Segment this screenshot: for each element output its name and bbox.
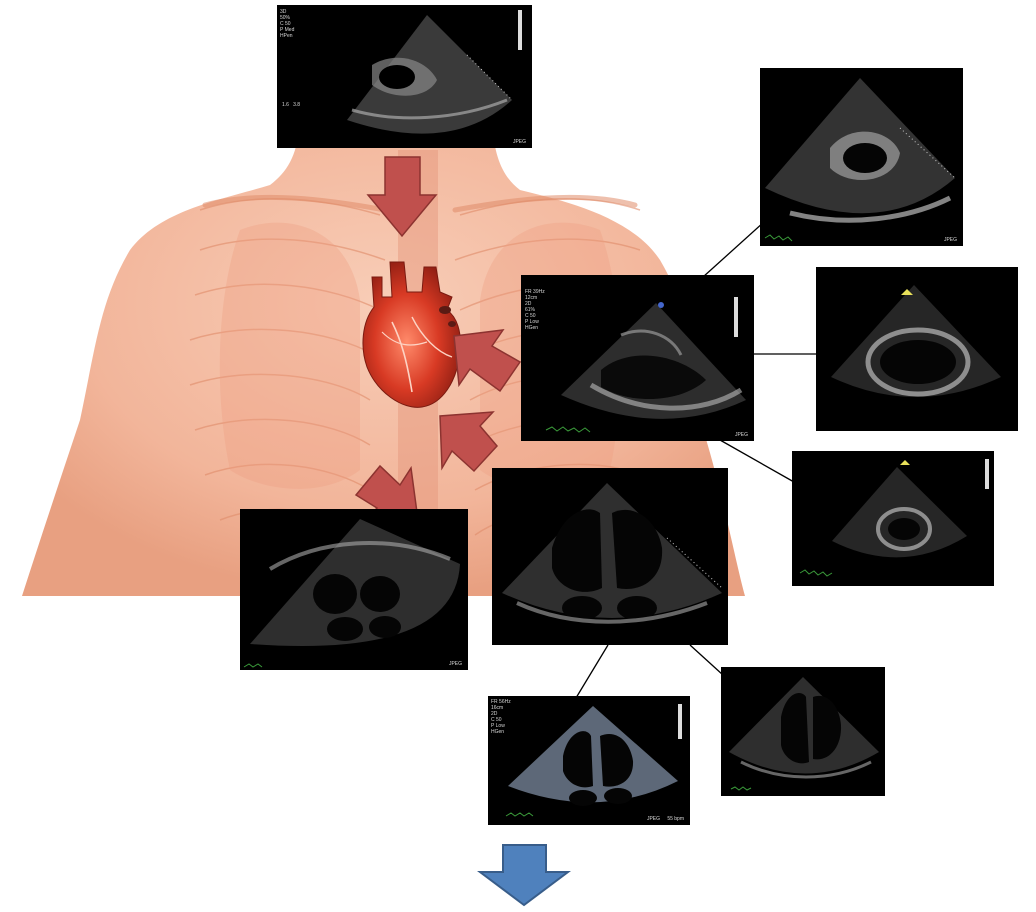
echo-panel-apical-five: FR 56Hz 16cm 2D C 50 P Low HGen 55 bpm J… — [488, 696, 690, 825]
echo-panel-apical-four — [492, 468, 728, 645]
arrow-left-red-icon — [454, 330, 520, 391]
heart-rate-label: 55 bpm — [667, 816, 684, 822]
echo-panel-parasternal-long-axis: FR 39Hz 12cm 2D 61% C 50 P Low HGen JPEG — [521, 275, 754, 441]
format-label: JPEG — [944, 237, 957, 243]
echo-panel-subcostal: JPEG — [240, 509, 468, 670]
format-label: JPEG — [513, 139, 526, 145]
scan-settings-text: FR 39Hz 12cm 2D 61% C 50 P Low HGen — [525, 289, 545, 331]
format-label: JPEG — [647, 816, 660, 822]
scan-settings-text: 3D 50% C 50 P Med HPen — [280, 9, 294, 39]
echo-panel-short-axis-lower — [792, 451, 994, 586]
format-label: JPEG — [735, 432, 748, 438]
echo-panel-short-axis-upper — [816, 267, 1018, 431]
echo-panel-suprasternal: 3D 50% C 50 P Med HPen 1.6 3.8 JPEG — [277, 5, 532, 148]
echo-panel-apical-two — [721, 667, 885, 796]
scan-settings-text: FR 56Hz 16cm 2D C 50 P Low HGen — [491, 699, 511, 735]
arrow-down-icon — [474, 842, 574, 912]
format-label: JPEG — [449, 661, 462, 667]
arrow-upleft-red-icon — [440, 412, 497, 471]
arrow-down-red-icon — [368, 157, 436, 236]
echo-panel-long-axis-detail: JPEG — [760, 68, 963, 246]
scale-text: 1.6 3.8 — [282, 102, 300, 108]
